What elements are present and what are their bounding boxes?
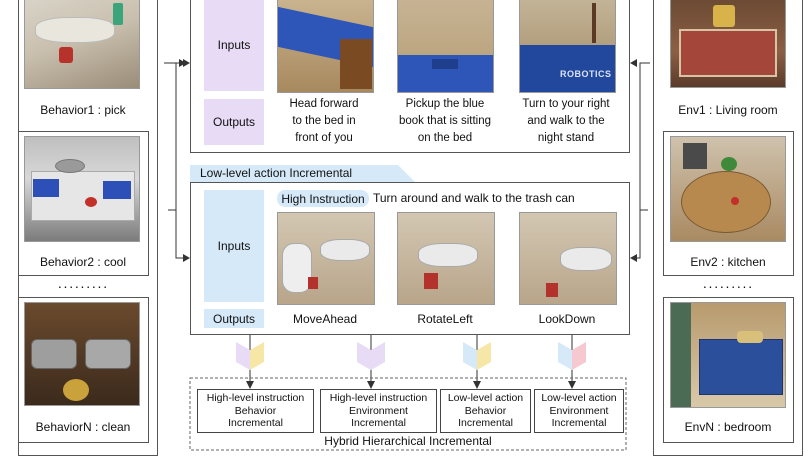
behaviorN-image — [24, 302, 140, 406]
high-input-image-3: ROBOTICS — [519, 0, 616, 93]
behavior2-image — [24, 136, 140, 242]
env-ellipsis: ········· — [702, 278, 754, 294]
low-output-3: LookDown — [538, 312, 596, 326]
low-inputs-tag: Inputs — [204, 190, 264, 302]
hybrid-box-3: Low-level action Behavior Incremental — [440, 389, 531, 433]
low-input-image-1 — [277, 212, 375, 305]
high-output-1: Head forward to the bed in front of you — [289, 98, 359, 144]
high-outputs-tag: Outputs — [204, 99, 264, 145]
robotics-text: ROBOTICS — [560, 69, 612, 79]
low-input-image-3 — [519, 212, 617, 305]
envN-image — [670, 302, 786, 408]
low-output-2: RotateLeft — [417, 312, 473, 326]
behaviorN-label: BehaviorN : clean — [35, 420, 131, 434]
high-input-image-2 — [397, 0, 494, 93]
high-input-image-1 — [277, 0, 374, 93]
high-output-3: Turn to your right and walk to the night… — [522, 98, 610, 144]
env2-image — [670, 136, 786, 242]
low-level-title: Low-level action Incremental — [200, 166, 353, 180]
env2-label: Env2 : kitchen — [690, 255, 766, 269]
low-outputs-tag: Outputs — [204, 309, 264, 328]
env1-label: Env1 : Living room — [678, 103, 778, 117]
hybrid-title: Hybrid Hierarchical Incremental — [324, 434, 492, 448]
high-instruction-text: Turn around and walk to the trash can — [373, 191, 575, 205]
high-output-2: Pickup the blue book that is sitting on … — [398, 98, 492, 144]
hybrid-box-2: High-level instruction Environment Incre… — [320, 389, 437, 433]
hybrid-box-4: Low-level action Environment Incremental — [534, 389, 624, 433]
high-inputs-tag: Inputs — [204, 0, 264, 91]
behavior2-label: Behavior2 : cool — [39, 255, 127, 269]
hybrid-box-1: High-level instruction Behavior Incremen… — [197, 389, 314, 433]
low-output-1: MoveAhead — [292, 312, 358, 326]
high-instruction-tag: High Instruction — [277, 190, 369, 207]
envN-label: EnvN : bedroom — [684, 420, 772, 434]
low-input-image-2 — [397, 212, 495, 305]
behavior1-image — [24, 0, 140, 89]
env1-image — [670, 0, 786, 88]
behavior1-label: Behavior1 : pick — [40, 103, 126, 117]
behavior-ellipsis: ········· — [57, 278, 109, 294]
